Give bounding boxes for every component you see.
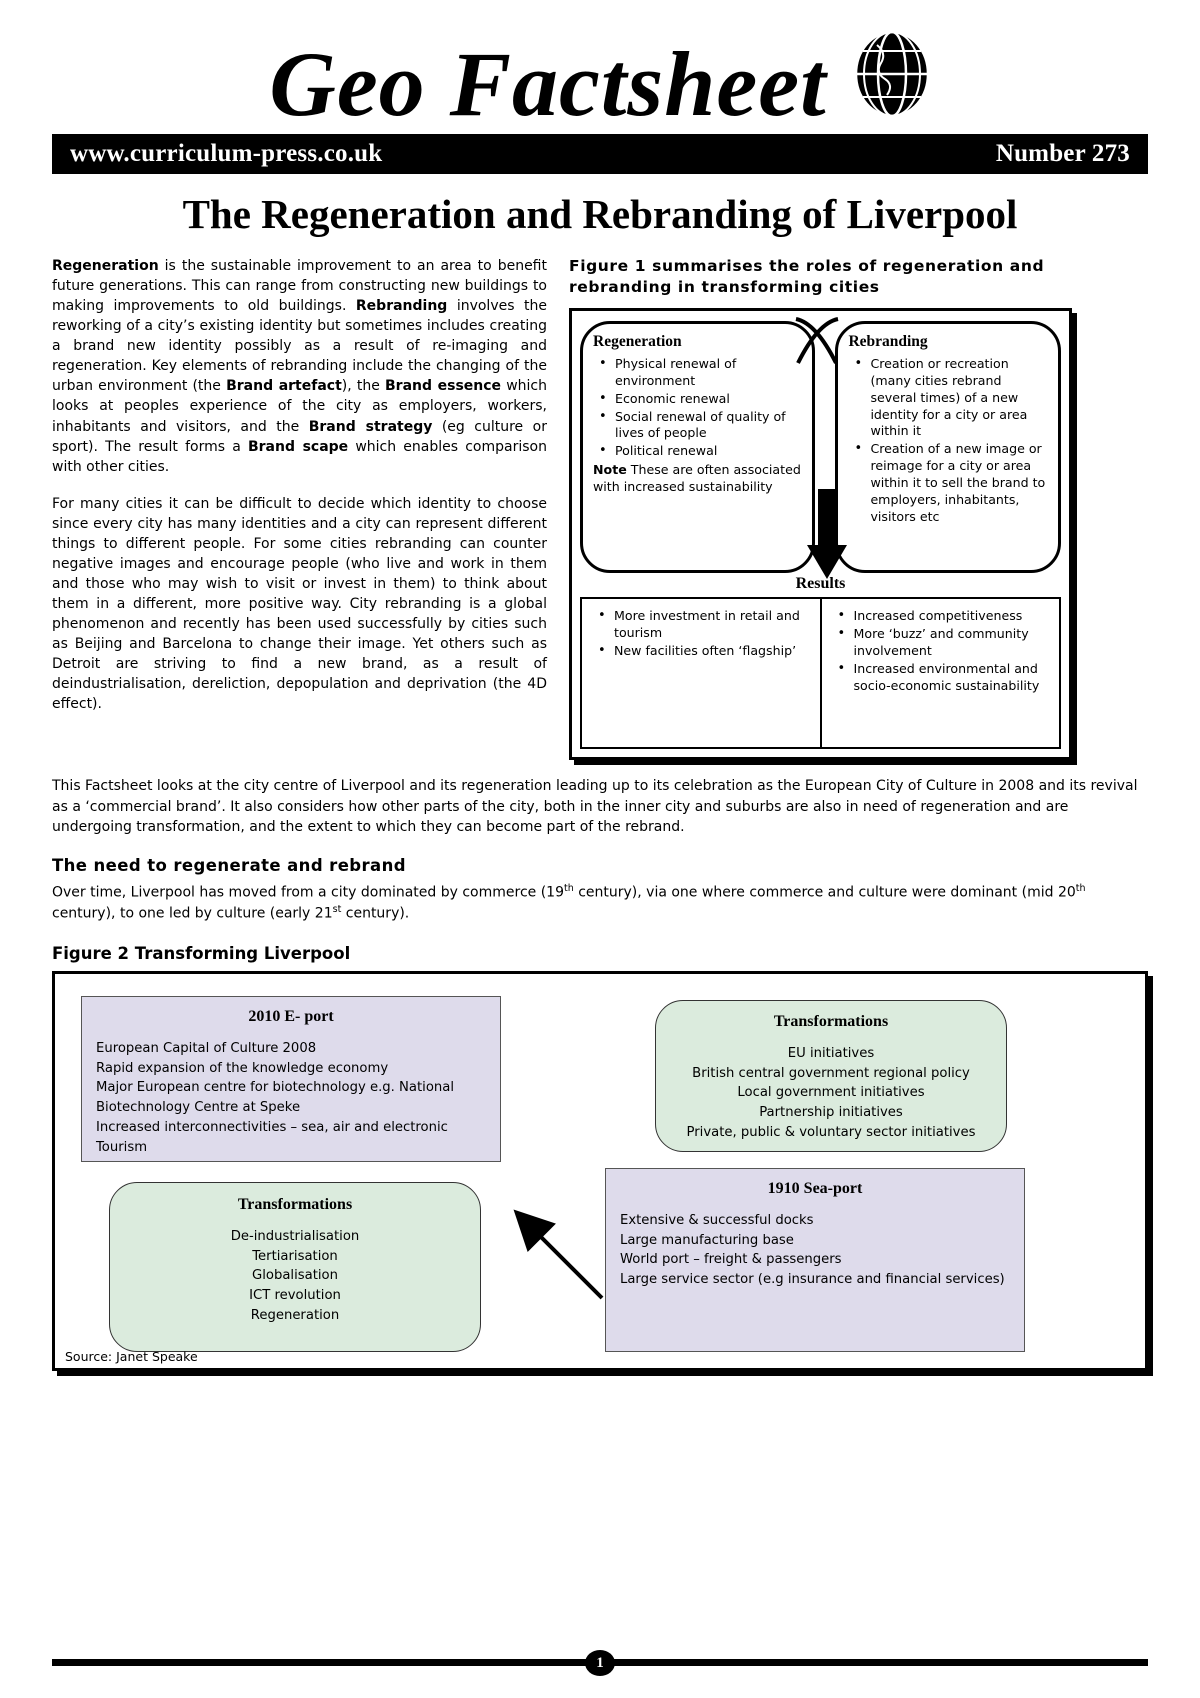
list-item: New facilities often ‘flagship’: [598, 642, 812, 660]
page-footer: 1: [52, 1650, 1148, 1676]
transformations-bottom-box: Transformations De-industrialisation Ter…: [109, 1181, 481, 1352]
overview-paragraph: This Factsheet looks at the city centre …: [52, 778, 1138, 836]
results-left-column: More investment in retail and tourism Ne…: [582, 599, 822, 748]
transformations-top-box: Transformations EU initiatives British c…: [655, 999, 1007, 1152]
note-label: Note: [593, 462, 627, 478]
results-left-list: More investment in retail and tourism Ne…: [592, 607, 812, 660]
rebranding-bullets: Creation or recreation (many cities rebr…: [848, 355, 1048, 526]
regeneration-bullets: Physical renewal of environment Economic…: [593, 355, 802, 460]
intro-paragraph-1: Regeneration is the sustainable improvem…: [52, 258, 548, 475]
intro-column: Regeneration is the sustainable improvem…: [52, 256, 547, 730]
transformations-top-lines: EU initiatives British central governmen…: [686, 1045, 976, 1140]
website-url[interactable]: www.curriculum-press.co.uk: [70, 140, 383, 167]
figure1-column: Figure 1 summarises the roles of regener…: [569, 256, 1072, 761]
overview-section: This Factsheet looks at the city centre …: [52, 776, 1148, 924]
rebranding-heading: Rebranding: [848, 333, 928, 351]
rebranding-box: Rebranding Creation or recreation (many …: [835, 321, 1061, 574]
globe-icon: [853, 30, 931, 122]
url-bar: www.curriculum-press.co.uk Number 273: [52, 134, 1148, 174]
regeneration-heading: Regeneration: [593, 333, 682, 351]
intro-text: Regeneration is the sustainable improvem…: [52, 256, 547, 713]
top-columns: Regeneration is the sustainable improvem…: [52, 256, 1148, 761]
diagonal-arrow-icon: [513, 1209, 604, 1300]
list-item: Creation or recreation (many cities rebr…: [854, 355, 1048, 440]
transformations-bottom-lines: De-industrialisation Tertiarisation Glob…: [230, 1228, 360, 1323]
eport-lines: European Capital of Culture 2008 Rapid e…: [96, 1040, 455, 1155]
transformations-top-heading: Transformations: [773, 1012, 889, 1030]
list-item: More investment in retail and tourism: [598, 607, 812, 642]
masthead-title: Geo Factsheet: [269, 33, 827, 142]
regeneration-box: Regeneration Physical renewal of environ…: [580, 321, 816, 574]
list-item: Physical renewal of environment: [599, 355, 802, 390]
list-item: More ‘buzz’ and community involvement: [838, 625, 1052, 660]
section-heading-need: The need to regenerate and rebrand: [52, 855, 406, 875]
list-item: Increased environmental and socio-econom…: [838, 660, 1052, 695]
figure2-container: 2010 E- port European Capital of Culture…: [52, 970, 1148, 1371]
figure1-container: Regeneration Physical renewal of environ…: [569, 308, 1072, 761]
results-right-list: Increased competitiveness More ‘buzz’ an…: [832, 607, 1052, 695]
issue-number: Number 273: [995, 140, 1130, 167]
results-right-column: Increased competitiveness More ‘buzz’ an…: [822, 599, 1060, 747]
list-item: Social renewal of quality of lives of pe…: [599, 408, 802, 443]
list-item: Creation of a new image or reimage for a…: [854, 440, 1048, 525]
figure1-top-row: Regeneration Physical renewal of environ…: [580, 317, 1061, 580]
list-item: Economic renewal: [599, 390, 802, 408]
seaport-heading: 1910 Sea-port: [767, 1179, 863, 1197]
transformations-bottom-heading: Transformations: [237, 1195, 353, 1213]
figure2-caption: Figure 2 Transforming Liverpool: [52, 943, 351, 963]
page-title: The Regeneration and Rebranding of Liver…: [182, 191, 1018, 237]
seaport-box: 1910 Sea-port Extensive & successful doc…: [605, 1167, 1025, 1352]
down-arrow-icon: [807, 489, 847, 580]
seaport-lines: Extensive & successful docks Large manuf…: [620, 1212, 1005, 1288]
masthead: Geo Factsheet: [52, 0, 1148, 142]
eport-box: 2010 E- port European Capital of Culture…: [81, 995, 501, 1162]
figure2-source: Source: Janet Speake: [65, 1348, 198, 1364]
figure1-caption: Figure 1 summarises the roles of regener…: [569, 257, 1045, 297]
need-paragraph: Over time, Liverpool has moved from a ci…: [52, 882, 1086, 922]
page-number: 1: [585, 1650, 615, 1676]
eport-heading: 2010 E- port: [248, 1007, 334, 1025]
intro-paragraph-2: For many cities it can be difficult to d…: [52, 495, 547, 712]
results-box: More investment in retail and tourism Ne…: [580, 597, 1061, 750]
results-label: Results: [795, 575, 846, 593]
note-text: These are often associated with increase…: [593, 462, 801, 495]
regeneration-note: Note These are often associated with inc…: [593, 462, 802, 496]
list-item: Political renewal: [599, 442, 802, 460]
list-item: Increased competitiveness: [838, 607, 1052, 625]
